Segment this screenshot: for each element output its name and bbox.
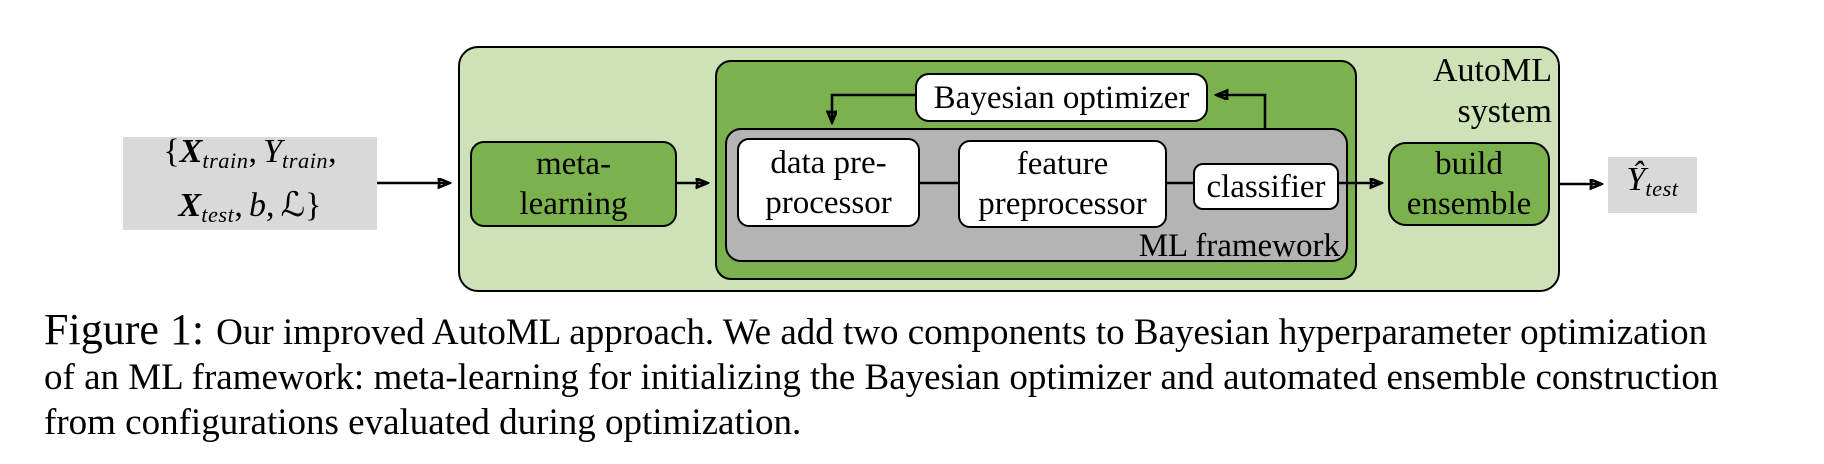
output-prediction-box: Ŷtest <box>1608 157 1697 213</box>
ml-framework-label: ML framework <box>1138 228 1340 264</box>
feature-preprocessor-box: feature preprocessor <box>958 140 1167 228</box>
x-train-sub: train <box>202 148 249 174</box>
build-ensemble-line1: build <box>1435 146 1503 182</box>
caption-figure-label: Figure 1: <box>44 305 205 354</box>
y-hat-sub: test <box>1645 176 1679 202</box>
comma: , <box>248 133 257 171</box>
y-train-var: Y <box>263 133 283 171</box>
input-line-2: Xtest,b,ℒ} <box>179 184 322 237</box>
input-line-1: {Xtrain,Ytrain, <box>163 130 336 183</box>
comma: , <box>328 133 337 171</box>
comma: , <box>234 186 243 224</box>
x-train-var: X <box>179 133 203 171</box>
data-preprocessor-line1: data pre- <box>770 144 887 181</box>
x-test-var: X <box>178 186 202 224</box>
data-preprocessor-line2: processor <box>765 184 892 221</box>
caption-line-1: Figure 1: Our improved AutoML approach. W… <box>44 307 1718 355</box>
build-ensemble-line2: ensemble <box>1406 186 1532 222</box>
open-brace: { <box>163 133 180 171</box>
build-ensemble-box: build ensemble <box>1388 142 1550 226</box>
output-math: Ŷtest <box>1626 160 1678 209</box>
automl-system-label-line2: system <box>1457 93 1552 130</box>
input-data-box: {Xtrain,Ytrain, Xtest,b,ℒ} <box>123 133 377 230</box>
meta-learning-line1: meta- <box>535 146 612 182</box>
meta-learning-box: meta- learning <box>470 141 677 227</box>
x-test-sub: test <box>201 201 235 227</box>
budget-var: b <box>249 186 267 224</box>
meta-learning-line2: learning <box>519 186 628 222</box>
loss-var: ℒ <box>280 186 306 224</box>
y-train-sub: train <box>282 148 329 174</box>
feature-preprocessor-line2: preprocessor <box>978 186 1147 222</box>
classifier-label: classifier <box>1206 168 1326 205</box>
caption-line-1-text: Our improved AutoML approach. We add two… <box>216 312 1708 353</box>
figure-caption: Figure 1: Our improved AutoML approach. W… <box>44 307 1718 445</box>
data-preprocessor-box: data pre- processor <box>737 138 920 227</box>
bayesian-optimizer-box: Bayesian optimizer <box>915 73 1208 122</box>
y-hat-var: Ŷ <box>1626 161 1646 199</box>
classifier-box: classifier <box>1193 163 1339 210</box>
feature-preprocessor-line1: feature <box>1016 146 1109 182</box>
automl-system-label-line1: AutoML <box>1433 52 1552 89</box>
comma: , <box>266 186 275 224</box>
bayesian-optimizer-label: Bayesian optimizer <box>933 79 1190 116</box>
caption-line-3: from configurations evaluated during opt… <box>44 402 802 443</box>
caption-line-2: of an ML framework: meta-learning for in… <box>44 357 1719 398</box>
automl-system-label: AutoML system <box>1433 50 1552 132</box>
close-brace: } <box>305 186 322 224</box>
